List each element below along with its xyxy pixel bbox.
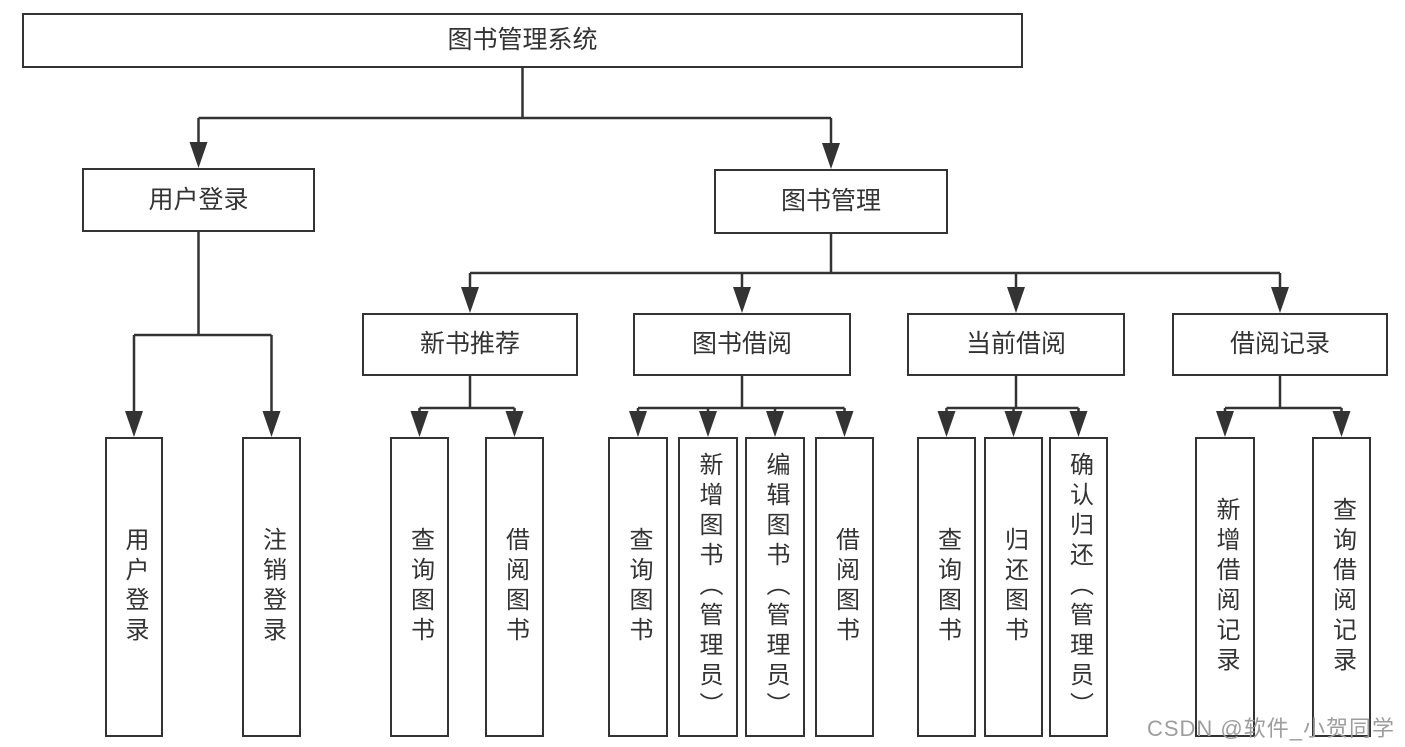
node-book-management: 图书管理	[714, 169, 948, 234]
arrowhead-icons	[125, 142, 1351, 437]
leaf-borrowing-query-books: 查询图书	[608, 437, 668, 737]
node-library-management-system: 图书管理系统	[22, 13, 1023, 68]
leaf-newbook-borrow-books: 借阅图书	[485, 437, 544, 737]
node-current-borrowing: 当前借阅	[907, 313, 1125, 376]
leaf-borrowing-add-book-admin: 新增图书（管理员）	[678, 437, 738, 737]
leaf-records-add-record: 新增借阅记录	[1195, 437, 1255, 737]
node-borrowing-records: 借阅记录	[1172, 313, 1388, 376]
csdn-watermark: CSDN @软件_小贺同学	[1146, 716, 1395, 741]
node-book-borrowing: 图书借阅	[633, 313, 851, 376]
leaf-newbook-query-books: 查询图书	[390, 437, 449, 737]
leaf-current-confirm-return-admin: 确认归还（管理员）	[1049, 437, 1108, 737]
leaf-logout: 注销登录	[242, 437, 301, 737]
tree-edges	[132, 68, 1343, 433]
leaf-borrowing-borrow-books: 借阅图书	[815, 437, 874, 737]
leaf-current-return-books: 归还图书	[984, 437, 1043, 737]
node-new-book-recommend: 新书推荐	[362, 313, 578, 376]
leaf-records-query-record: 查询借阅记录	[1312, 437, 1371, 737]
node-user-login: 用户登录	[82, 168, 315, 232]
leaf-user-login: 用户登录	[105, 437, 163, 737]
leaf-current-query-books: 查询图书	[917, 437, 976, 737]
leaf-borrowing-edit-book-admin: 编辑图书（管理员）	[745, 437, 805, 737]
